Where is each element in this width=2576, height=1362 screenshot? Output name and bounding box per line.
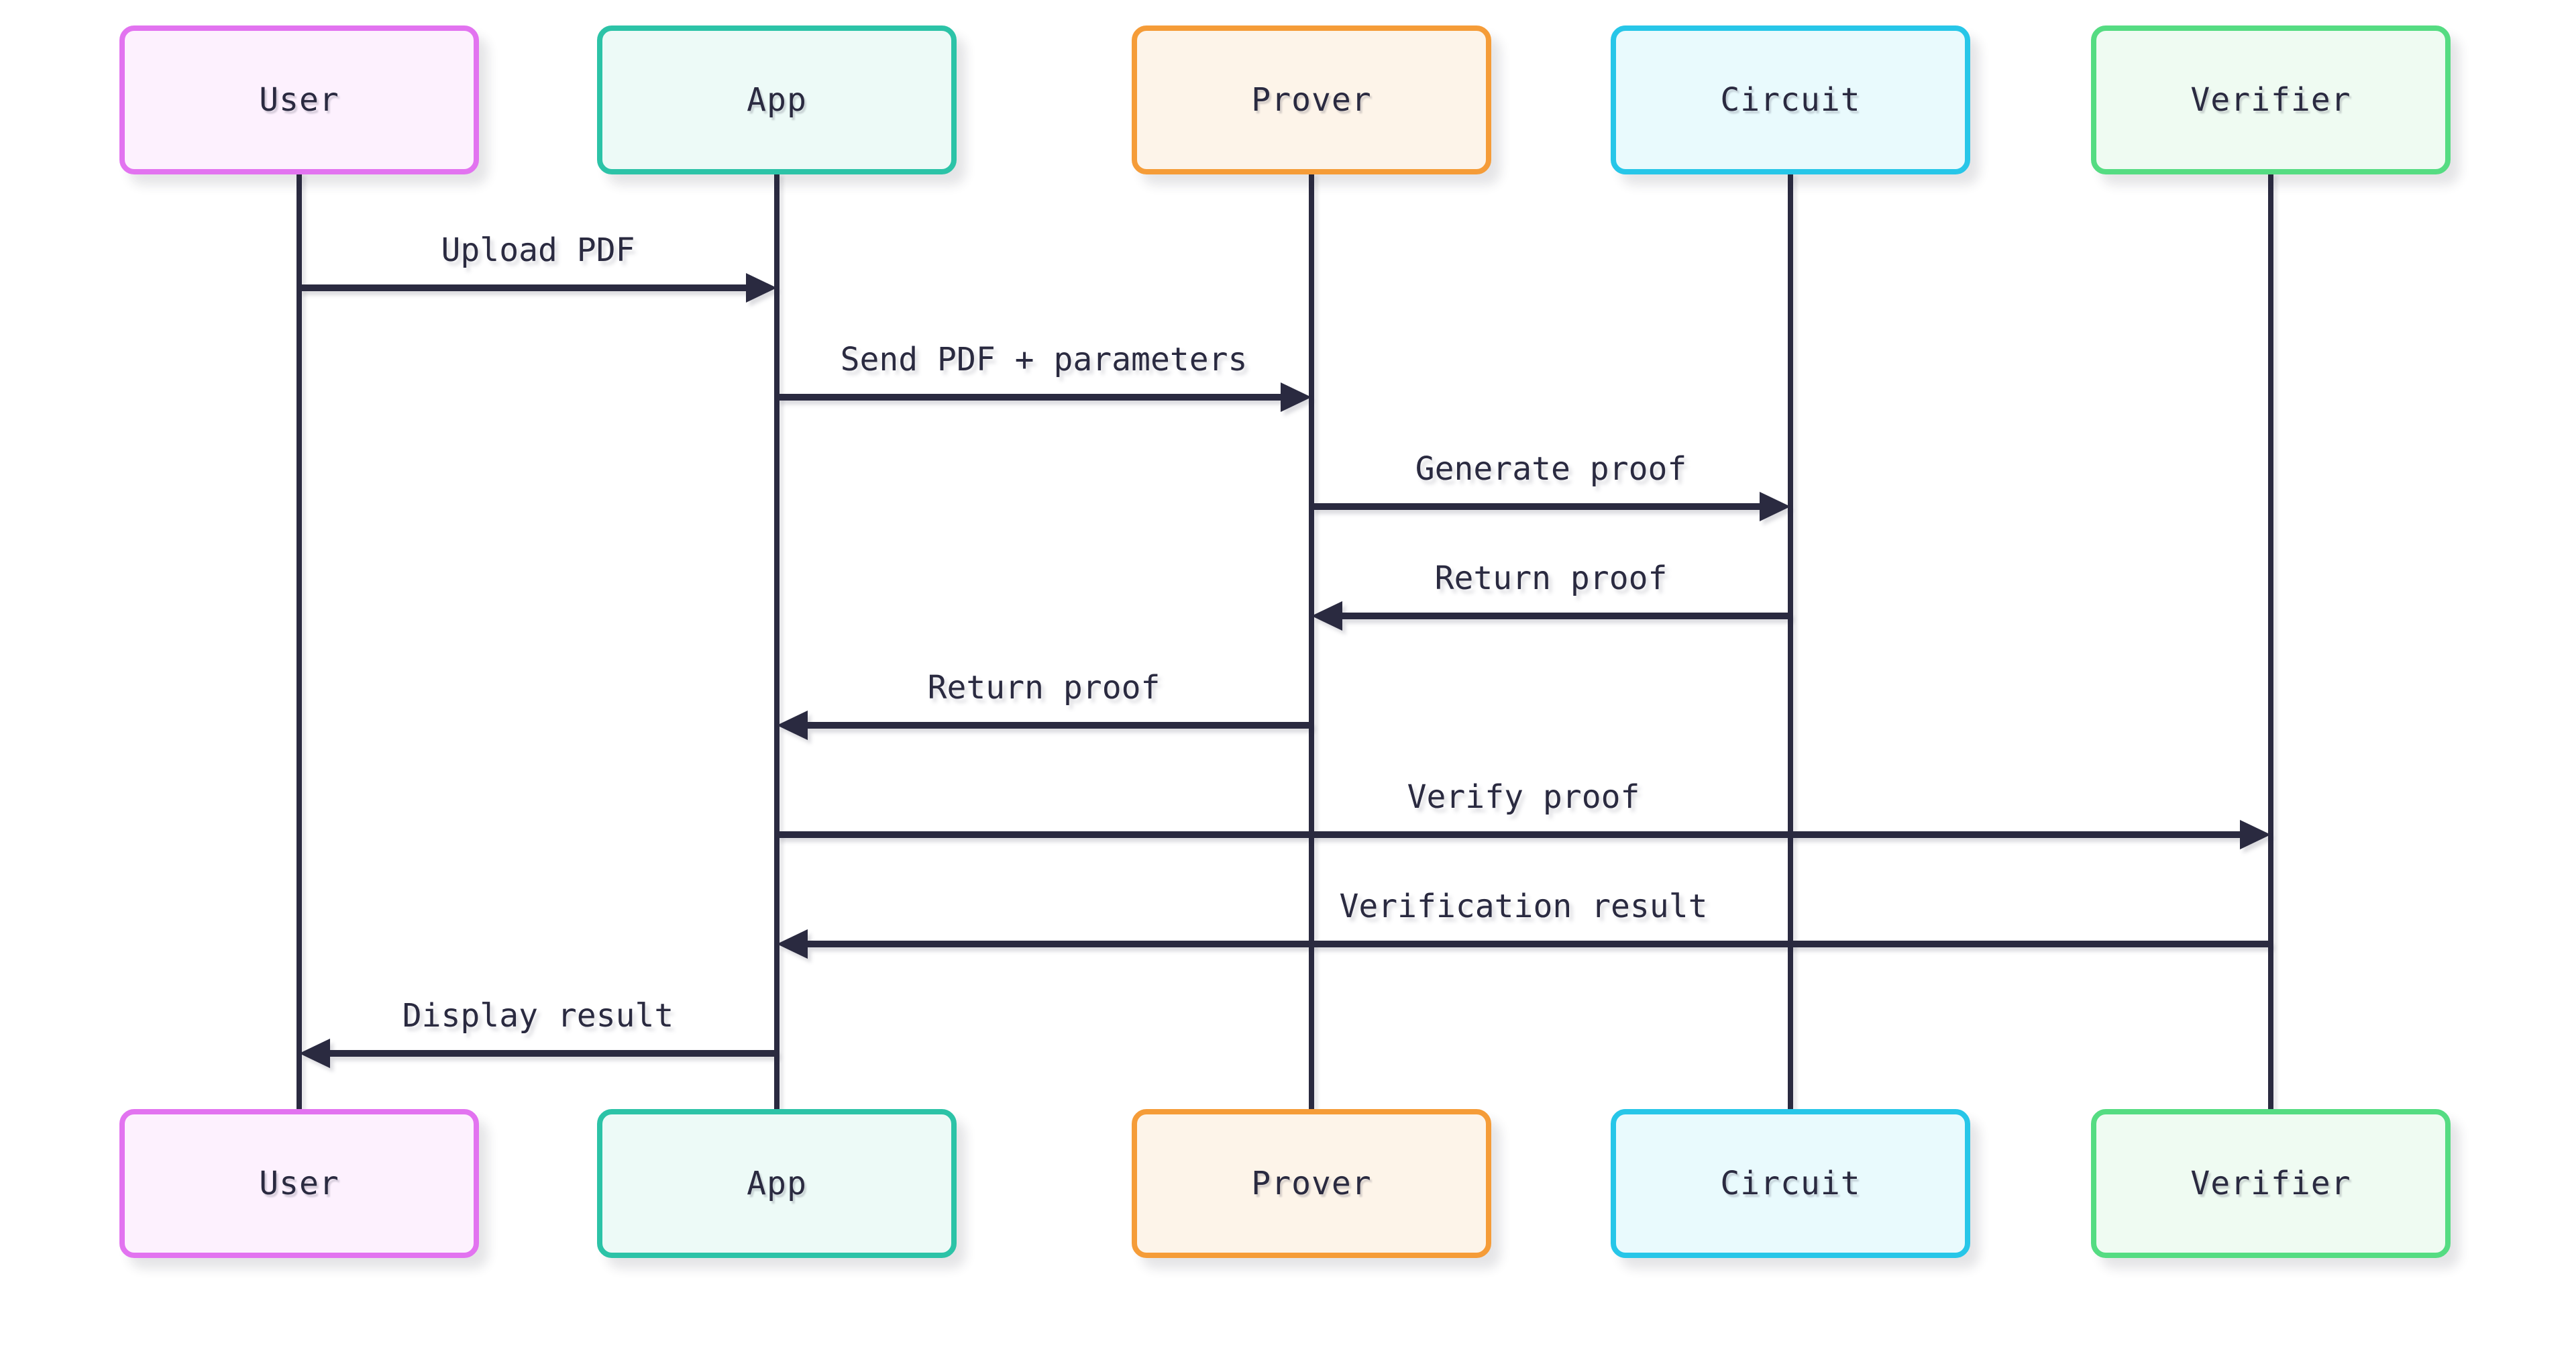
message-line [786, 722, 1311, 729]
message-line [1321, 613, 1790, 619]
arrowhead-right-icon [746, 273, 777, 303]
message-line [777, 394, 1302, 401]
arrowhead-right-icon [1760, 492, 1790, 521]
actor-label-app: App [747, 1165, 807, 1202]
actor-label-prover: Prover [1251, 1165, 1372, 1202]
message-label: Return proof [1434, 560, 1668, 597]
actor-label-app: App [747, 81, 807, 119]
actor-label-circuit: Circuit [1720, 81, 1861, 119]
message-label: Display result [402, 997, 674, 1035]
message-label: Upload PDF [441, 231, 635, 269]
actor-label-user: User [259, 1165, 339, 1202]
actor-label-verifier: Verifier [2190, 81, 2351, 119]
actor-label-verifier: Verifier [2190, 1165, 2351, 1202]
actor-box-app-bottom: App [597, 1109, 957, 1258]
lifeline-verifier [2268, 172, 2273, 1111]
message-line [786, 941, 2271, 947]
lifeline-app [774, 172, 780, 1111]
message-label: Send PDF + parameters [840, 341, 1248, 378]
arrowhead-left-icon [777, 929, 808, 959]
message-label: Verify proof [1407, 778, 1640, 816]
arrowhead-right-icon [1281, 382, 1311, 412]
message-line [1311, 503, 1781, 510]
arrowhead-right-icon [2240, 820, 2271, 849]
actor-box-verifier-top: Verifier [2091, 25, 2451, 174]
arrowhead-left-icon [777, 711, 808, 740]
actor-label-circuit: Circuit [1720, 1165, 1861, 1202]
message-label: Generate proof [1415, 450, 1687, 488]
lifeline-user [297, 172, 302, 1111]
message-line [777, 831, 2261, 838]
actor-box-app-top: App [597, 25, 957, 174]
arrowhead-left-icon [299, 1039, 330, 1068]
actor-box-circuit-bottom: Circuit [1611, 1109, 1970, 1258]
message-label: Return proof [927, 669, 1161, 706]
lifeline-circuit [1788, 172, 1793, 1111]
actor-label-user: User [259, 81, 339, 119]
lifeline-prover [1309, 172, 1314, 1111]
arrowhead-left-icon [1311, 601, 1342, 631]
actor-label-prover: Prover [1251, 81, 1372, 119]
actor-box-prover-bottom: Prover [1132, 1109, 1491, 1258]
message-line [309, 1050, 777, 1057]
actor-box-user-bottom: User [119, 1109, 479, 1258]
message-line [299, 284, 767, 291]
actor-box-prover-top: Prover [1132, 25, 1491, 174]
message-label: Verification result [1339, 888, 1708, 925]
actor-box-circuit-top: Circuit [1611, 25, 1970, 174]
actor-box-user-top: User [119, 25, 479, 174]
actor-box-verifier-bottom: Verifier [2091, 1109, 2451, 1258]
